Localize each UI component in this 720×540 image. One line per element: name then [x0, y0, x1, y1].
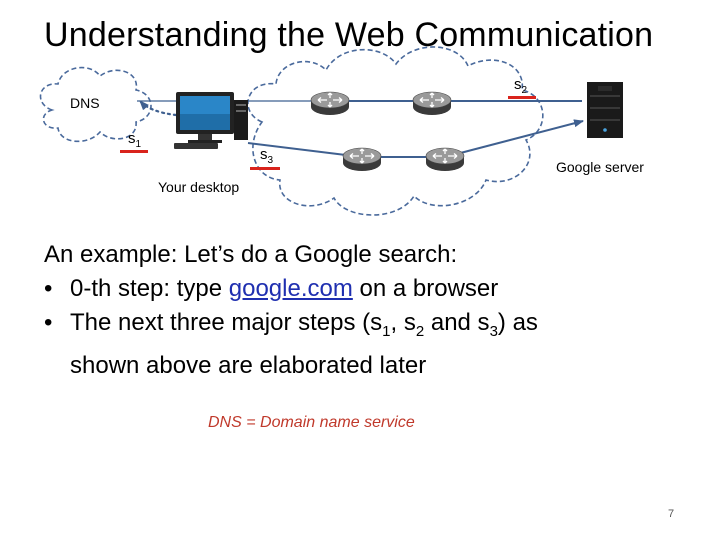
router-icon [342, 147, 382, 172]
body-text: An example: Let’s do a Google search: • … [44, 238, 538, 383]
desktop-computer-icon [174, 92, 248, 149]
s1-link [138, 99, 178, 117]
page-number: 7 [668, 508, 675, 520]
desktop-label: Your desktop [158, 179, 240, 195]
internet-cloud [247, 46, 544, 216]
router-icon [310, 91, 350, 116]
step-s1-label: s1 [128, 130, 142, 150]
bullet-item: • The next three major steps (s1, s2 and… [44, 306, 538, 349]
network-diagram [39, 46, 623, 216]
bullet-symbol: • [44, 275, 53, 302]
dns-label: DNS [70, 95, 100, 111]
intro-line: An example: Let’s do a Google search: [44, 241, 458, 268]
server-link [444, 119, 584, 158]
bullet-symbol: • [44, 309, 53, 336]
server-tower-icon [587, 82, 623, 138]
step-s3-label: s3 [260, 146, 274, 166]
step-s2-underline [508, 96, 536, 99]
bullet-continuation: shown above are elaborated later [70, 351, 427, 379]
step-s3-underline [250, 167, 280, 170]
footnote: DNS = Domain name service [208, 414, 415, 431]
bullet-item: • 0-th step: type google.com on a browse… [44, 272, 538, 306]
router-icon [425, 147, 465, 172]
slide-title: Understanding the Web Communication [44, 16, 654, 54]
server-label: Google server [556, 159, 644, 175]
router-icon [412, 91, 452, 116]
step-s1-underline [120, 150, 148, 153]
google-link[interactable]: google.com [228, 275, 353, 302]
dns-cloud [39, 66, 152, 143]
step-s2-label: s2 [514, 76, 528, 96]
